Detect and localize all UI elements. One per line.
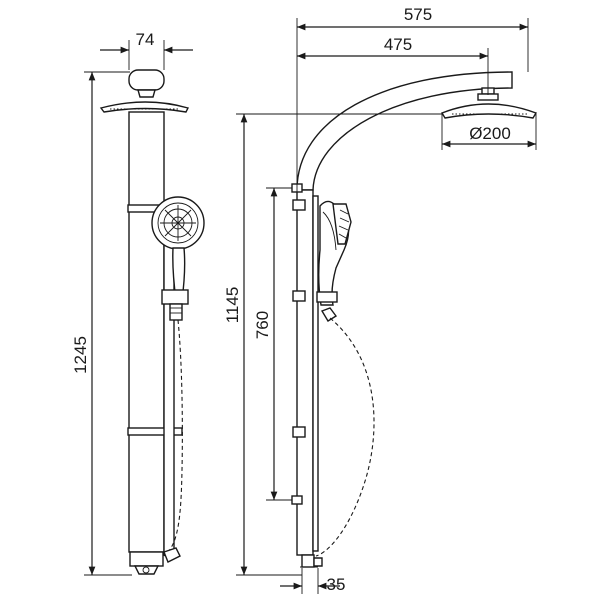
- curved-arm: [296, 71, 513, 191]
- overhead-head-side: [440, 103, 538, 119]
- front-column: [128, 111, 165, 553]
- front-bracket-bottom: [127, 427, 183, 436]
- front-hose: [163, 319, 183, 557]
- dim-slider-travel: 760: [253, 311, 272, 339]
- dim-rail-height: 1145: [223, 287, 242, 324]
- front-view: [99, 69, 205, 575]
- dim-total-height: 1245: [71, 336, 90, 374]
- dim-front-width: 74: [136, 30, 155, 49]
- front-dimensions: 74 1245: [71, 30, 193, 576]
- dim-arm-reach-total: 575: [404, 5, 432, 24]
- dim-arm-reach: 475: [384, 35, 412, 54]
- side-view: [291, 71, 538, 568]
- dim-wall-offset: 35: [327, 575, 346, 594]
- diverter-knob: [128, 69, 165, 91]
- dim-head-diameter: Ø200: [469, 124, 511, 143]
- side-dimensions: 575 475 Ø200 1145 760 35: [223, 5, 537, 594]
- side-hose: [315, 317, 375, 557]
- overhead-head-front: [99, 101, 190, 113]
